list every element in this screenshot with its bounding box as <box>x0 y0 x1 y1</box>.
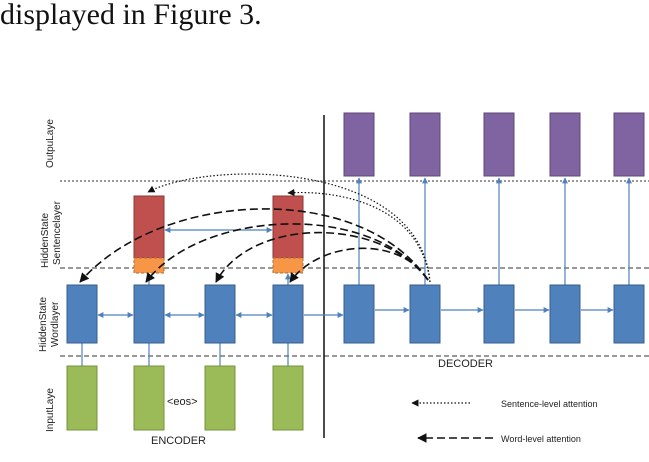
word-box <box>204 284 236 344</box>
decoder-label: DECODER <box>438 358 493 370</box>
input-box <box>204 365 236 431</box>
output-box <box>483 112 515 177</box>
word-horizontal-arrows <box>97 307 614 318</box>
input-layer-label: InputLaye <box>45 388 56 432</box>
word-box <box>272 284 304 344</box>
word-box <box>133 284 165 344</box>
legend-sentence-label: Sentence-level attention <box>501 399 598 409</box>
input-box <box>272 365 304 431</box>
eos-label: <eos> <box>167 396 198 408</box>
word-box <box>549 284 581 344</box>
encoder-label: ENCODER <box>151 435 206 447</box>
output-box <box>343 112 375 177</box>
word-layer-label-2: Wordlayer <box>50 301 61 347</box>
sentence-box <box>272 195 304 259</box>
legend: Sentence-level attention Word-level atte… <box>411 399 598 444</box>
word-box <box>343 284 375 344</box>
input-box <box>66 365 98 431</box>
legend-word-label: Word-level attention <box>501 434 581 444</box>
output-layer-label: OutpuLaye <box>45 119 56 168</box>
word-layer-boxes <box>66 284 645 344</box>
input-box <box>133 365 165 431</box>
word-box <box>66 284 98 344</box>
sentence-box-footer <box>133 257 165 274</box>
output-box <box>409 112 441 177</box>
word-box <box>483 284 515 344</box>
word-box <box>409 284 441 344</box>
output-box <box>549 112 581 177</box>
output-box <box>613 112 645 177</box>
input-layer-boxes <box>66 365 304 431</box>
sentence-box <box>133 195 165 259</box>
sentence-level-attention-arcs <box>147 173 431 283</box>
sentence-box-footer <box>272 257 304 274</box>
word-to-sentence-arrows <box>146 273 291 285</box>
word-box <box>613 284 645 344</box>
sentence-layer-boxes <box>133 195 304 274</box>
caption-text: displayed in Figure 3. <box>0 0 262 31</box>
word-level-attention-arcs <box>79 208 429 283</box>
word-layer-label-1: HiddenState <box>38 297 49 352</box>
output-layer-boxes <box>343 112 645 177</box>
input-to-word-arrows <box>79 317 291 366</box>
decoder-to-output-arrows <box>356 177 632 285</box>
sentence-layer-label-2: Sentencelayer <box>52 200 63 265</box>
sentence-layer-label-1: HiddenState <box>40 213 51 268</box>
